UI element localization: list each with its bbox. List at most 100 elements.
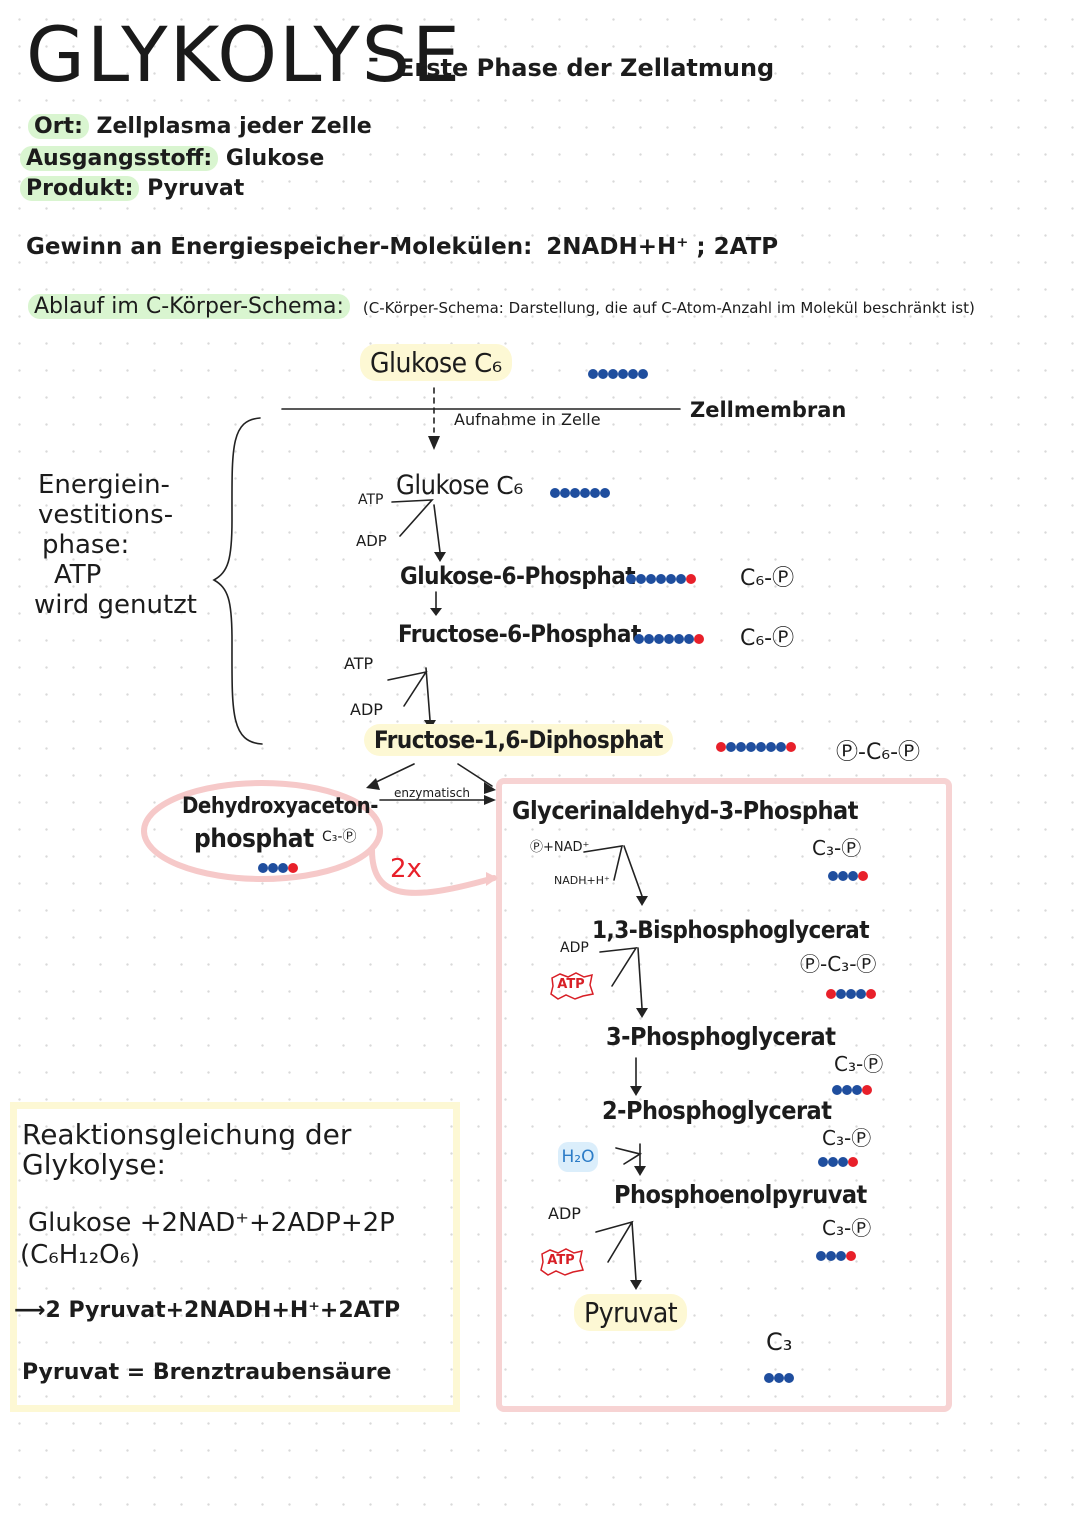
carbon-dot: [746, 742, 756, 752]
carbon-dot: [646, 574, 656, 584]
formula-3pg: C₃-Ⓟ: [834, 1052, 884, 1076]
molecule-3-phosphoglycerat: 3-Phosphoglycerat: [606, 1022, 836, 1051]
equation-title-line: Glykolyse:: [22, 1148, 166, 1181]
cofactor-adp-3: ADP: [560, 940, 589, 956]
equation-lhs-formula: (C₆H₁₂O₆): [20, 1240, 141, 1270]
molecule-fructose-1-6-diphosphat: Fructose-1,6-Diphosphat: [364, 724, 673, 756]
carbon-dot: [838, 871, 848, 881]
phosphate-dot: [848, 1157, 858, 1167]
carbon-dot: [836, 989, 846, 999]
atp-product-label: ATP: [547, 1253, 575, 1268]
h2o-arrow: [615, 1147, 643, 1165]
nad-arrow: [583, 845, 624, 881]
formula-g6p: C₆-Ⓟ: [740, 566, 795, 591]
formula-f16dp: Ⓟ-C₆-Ⓟ: [836, 740, 921, 765]
dots-g6p: [626, 569, 696, 584]
arrow-head-1: [434, 552, 446, 562]
atp-arrow-2: [387, 670, 428, 707]
fact-value: Glukose: [225, 146, 325, 171]
carbon-dot: [842, 1085, 852, 1095]
carbon-dot: [674, 634, 684, 644]
formula-f6p: C₆-Ⓟ: [740, 626, 795, 651]
phosphate-dot: [686, 574, 696, 584]
molecule-name: Glukose: [370, 346, 467, 379]
molecule-glukose-6-phosphat: Glukose-6-Phosphat: [400, 562, 636, 590]
cofactor-nadh: NADH+H⁺: [554, 874, 610, 887]
carbon-dot: [852, 1085, 862, 1095]
carbon-dot: [590, 488, 600, 498]
arrow-head-5: [636, 1008, 648, 1018]
dots-2pg: [818, 1152, 858, 1167]
carbon-dot: [784, 1373, 794, 1383]
carbon-dot: [666, 574, 676, 584]
energy-gain-value: 2NADH+H⁺ ; 2ATP: [546, 234, 779, 260]
step-arrow-8: [631, 1221, 637, 1281]
step-arrow-1: [433, 504, 441, 553]
adp-arrow-2: [595, 1220, 634, 1263]
carbon-dot: [828, 871, 838, 881]
fact-value: Pyruvat: [147, 176, 245, 201]
cofactor-adp-4: ADP: [548, 1204, 581, 1223]
fact-label: Ort:: [28, 114, 89, 139]
fact-label: Produkt:: [20, 176, 140, 201]
dots-f6p: [634, 629, 704, 644]
arrow-head-4: [636, 896, 648, 906]
dots-dhap: [258, 858, 298, 873]
phosphate-dot: [826, 989, 836, 999]
cofactor-h2o: H₂O: [558, 1142, 598, 1172]
carbon-dot: [726, 742, 736, 752]
arrow-head-8: [630, 1280, 642, 1290]
cofactor-p-nad: Ⓟ+NAD⁺: [530, 840, 590, 855]
molecule-glukose-outside: Glukose C₆: [360, 344, 512, 381]
carbon-dot: [828, 1157, 838, 1167]
phosphate-dot: [858, 871, 868, 881]
molecule-phosphoenolpyruvat: Phosphoenolpyruvat: [614, 1180, 867, 1209]
equation-title-line: Reaktionsgleichung der: [22, 1118, 352, 1151]
carbon-dot: [766, 742, 776, 752]
dots-gap: [828, 866, 868, 881]
carbon-dot: [846, 989, 856, 999]
molecule-1-3-bisphosphoglycerat: 1,3-Bisphosphoglycerat: [592, 916, 870, 944]
molecule-fructose-6-phosphat: Fructose-6-Phosphat: [398, 620, 641, 648]
arrow-head-2: [430, 608, 442, 616]
dots-pyruvat: [764, 1368, 794, 1383]
carbon-dot: [776, 742, 786, 752]
carbon-dot: [838, 1157, 848, 1167]
carbon-dot: [636, 574, 646, 584]
carbon-dot: [598, 369, 608, 379]
atp-product-badge-1: ATP: [548, 972, 594, 1000]
carbon-dot: [774, 1373, 784, 1383]
phase-label-line: ATP: [54, 560, 102, 590]
carbon-dot: [764, 1373, 774, 1383]
energy-gain-label: Gewinn an Energiespeicher-Molekülen:: [26, 234, 533, 260]
dhap-loop-arrow: [369, 847, 497, 896]
payoff-phase-box: [496, 778, 952, 1412]
carbon-dot: [550, 488, 560, 498]
phosphate-dot: [786, 742, 796, 752]
phase-label-line: Energiein-: [38, 470, 170, 500]
carbon-dot: [832, 1085, 842, 1095]
carbon-dot: [570, 488, 580, 498]
cofactor-atp-2: ATP: [344, 654, 374, 673]
carbon-dot: [816, 1251, 826, 1261]
split-arrow-left: [371, 763, 415, 785]
carbon-dot: [654, 634, 664, 644]
phosphate-dot: [694, 634, 704, 644]
atp-product-badge-2: ATP: [538, 1248, 584, 1276]
carbon-dot: [600, 488, 610, 498]
arrow-head-7: [634, 1166, 646, 1176]
molecule-glukose-inside: Glukose C₆: [396, 470, 523, 501]
dots-pep: [816, 1246, 856, 1261]
fact-substrate: Ausgangsstoff: Glukose: [20, 146, 324, 171]
carbon-dot: [560, 488, 570, 498]
carbon-dot: [580, 488, 590, 498]
dots-f16dp: [716, 737, 796, 752]
carbon-dot: [588, 369, 598, 379]
carbon-dot: [638, 369, 648, 379]
phosphate-dot: [716, 742, 726, 752]
phosphate-dot: [846, 1251, 856, 1261]
molecule-name: Glukose: [396, 470, 490, 501]
carbon-dot: [826, 1251, 836, 1261]
molecule-pyruvat: Pyruvat: [574, 1294, 688, 1331]
equation-rhs: ⟶2 Pyruvat+2NADH+H⁺+2ATP: [14, 1298, 401, 1323]
